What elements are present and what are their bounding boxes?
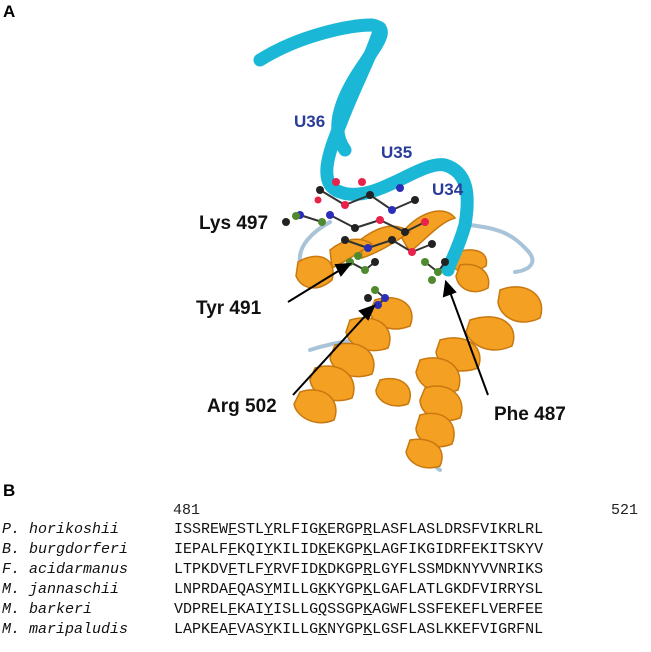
arrowhead-arg502 — [358, 304, 376, 321]
conserved-residue: Y — [264, 621, 274, 638]
annotation-arrows — [287, 262, 489, 396]
label-u35: U35 — [381, 143, 413, 162]
sequence: VDPRELFKAIYISLLGQSSGPKAGWFLSSFEKEFLVERFE… — [174, 601, 543, 618]
conserved-residue: Q — [318, 601, 328, 618]
conserved-residue: F — [228, 521, 238, 538]
sequence-segment: QAS — [237, 581, 265, 598]
label-u36: U36 — [294, 112, 326, 131]
sequence-segment: KAI — [237, 601, 265, 618]
sequence-segment: LTPKDV — [174, 561, 229, 578]
sequence: IEPALFFKQIYKILIDKEKGPKLAGFIKGIDRFEKITSKY… — [174, 541, 543, 558]
species-name: B. burgdorferi — [2, 541, 129, 558]
sequence-segment: VAS — [237, 621, 265, 638]
alignment-row: F. acidarmanus LTPKDVFTLFYRVFIDKDKGPRLGYF… — [2, 561, 651, 580]
sequence-segment: ISSREW — [174, 521, 229, 538]
label-phe487: Phe 487 — [494, 404, 566, 425]
sequence-segment: DKGP — [327, 561, 364, 578]
sequence-segment: NYGP — [327, 621, 364, 638]
conserved-residue: Y — [264, 581, 274, 598]
sequence-segment: KILLG — [273, 621, 319, 638]
conserved-residue: Y — [264, 601, 274, 618]
conserved-residue: K — [318, 581, 328, 598]
figure-panel-a: A — [3, 2, 566, 472]
sequence-segment: LAPKEA — [174, 621, 229, 638]
sequence: LTPKDVFTLFYRVFIDKDKGPRLGYFLSSMDKNYVVNRIK… — [174, 561, 543, 578]
sequence-segment: LGYFLSSMDKNYVVNRIKS — [372, 561, 544, 578]
sequence-segment: AGWFLSSFEKEFLVERFEE — [372, 601, 544, 618]
sequence-segment: STL — [237, 521, 265, 538]
conserved-residue: K — [363, 621, 373, 638]
sequence-segment: MILLG — [273, 581, 319, 598]
sequence-segment: SSGP — [327, 601, 364, 618]
conserved-residue: F — [228, 621, 238, 638]
sequence-segment: ERGP — [327, 521, 364, 538]
sequence-segment: LNPRDA — [174, 581, 229, 598]
species-name: P. horikoshii — [2, 521, 120, 538]
species-name: M. jannaschii — [2, 581, 120, 598]
arrow-phe487 — [449, 291, 489, 396]
conserved-residue: K — [363, 581, 373, 598]
sequence-segment: RLFIG — [273, 521, 319, 538]
alignment-row: M. barkeri VDPRELFKAIYISLLGQSSGPKAGWFLSSF… — [2, 601, 651, 620]
sequence-segment: KYGP — [327, 581, 364, 598]
trna-loop-upper — [253, 18, 388, 157]
conserved-residue: F — [228, 541, 238, 558]
conserved-residue: Y — [264, 541, 274, 558]
conserved-residue: R — [363, 521, 373, 538]
sequence: LAPKEAFVASYKILLGKNYGPKLGSFLASLKKEFVIGRFN… — [174, 621, 543, 638]
sequence-segment: LGAFLATLGKDFVIRRYSL — [372, 581, 544, 598]
sequence-segment: LASFLASLDRSFVIKRLRL — [372, 521, 544, 538]
arrow-arg502 — [292, 313, 368, 396]
panel-label-b: B — [3, 481, 16, 500]
arrowhead-phe487 — [442, 279, 457, 298]
label-lys497: Lys 497 — [199, 213, 269, 234]
conserved-residue: R — [363, 561, 373, 578]
sequence-segment: RVFID — [273, 561, 319, 578]
sequence-segment: KILID — [273, 541, 319, 558]
conserved-residue: K — [318, 621, 328, 638]
label-u34: U34 — [432, 180, 464, 199]
alignment-start-number: 481 — [173, 502, 201, 519]
arrow-tyr491 — [287, 269, 341, 303]
sequence-segment: VDPREL — [174, 601, 229, 618]
sequence-segment: LGSFLASLKKEFVIGRFNL — [372, 621, 544, 638]
label-arg502: Arg 502 — [207, 396, 277, 417]
arrowhead-tyr491 — [334, 262, 353, 277]
conserved-residue: Y — [264, 561, 274, 578]
label-tyr491: Tyr 491 — [196, 298, 262, 319]
sequence: LNPRDAFQASYMILLGKKYGPKLGAFLATLGKDFVIRRYS… — [174, 581, 543, 598]
nucleotide-atoms — [282, 178, 449, 309]
species-name: F. acidarmanus — [2, 561, 129, 578]
sequence-segment: IEPALF — [174, 541, 229, 558]
sequence-segment: LAGFIKGIDRFEKITSKYV — [372, 541, 544, 558]
alignment-end-number: 521 — [611, 502, 639, 519]
structure-illustration — [253, 18, 543, 472]
sequence-segment: TLF — [237, 561, 265, 578]
conserved-residue: F — [228, 581, 238, 598]
sequence-segment: KQI — [237, 541, 265, 558]
conserved-residue: K — [318, 561, 328, 578]
conserved-residue: K — [363, 601, 373, 618]
conserved-residue: Y — [264, 521, 274, 538]
sequence-segment: EKGP — [327, 541, 364, 558]
panel-label-a: A — [3, 2, 16, 21]
sequence-segment: ISLLG — [273, 601, 319, 618]
species-name: M. barkeri — [2, 601, 93, 618]
conserved-residue: K — [318, 541, 328, 558]
conserved-residue: K — [363, 541, 373, 558]
conserved-residue: F — [228, 561, 238, 578]
conserved-residue: K — [318, 521, 328, 538]
alignment-row: P. horikoshii ISSREWFSTLYRLFIGKERGPRLASFL… — [2, 521, 651, 540]
conserved-residue: F — [228, 601, 238, 618]
species-name: M. maripaludis — [2, 621, 129, 638]
sequence: ISSREWFSTLYRLFIGKERGPRLASFLASLDRSFVIKRLR… — [174, 521, 543, 538]
